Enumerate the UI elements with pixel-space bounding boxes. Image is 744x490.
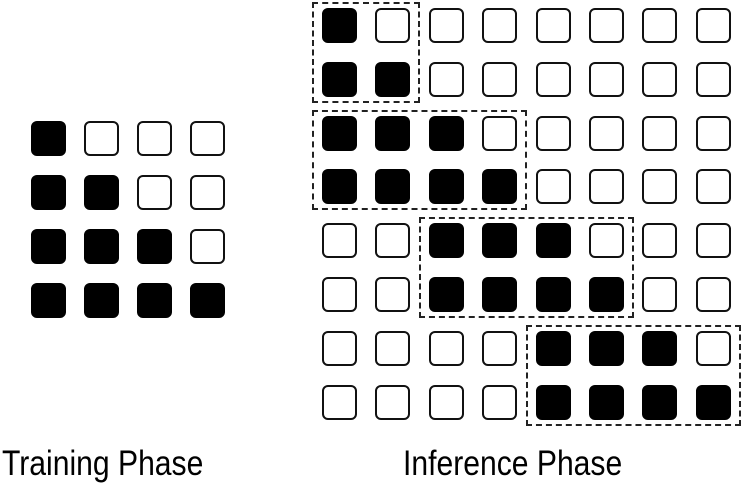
- inference-cell-attended: [589, 384, 624, 420]
- training-cell-attended: [84, 283, 119, 318]
- inference-cell-masked: [482, 8, 518, 43]
- inference-cell-attended: [322, 8, 357, 43]
- inference-cell-masked: [375, 384, 411, 420]
- inference-cell-masked: [535, 169, 571, 205]
- training-cell-masked: [190, 175, 225, 210]
- inference-cell-attended: [322, 115, 357, 151]
- inference-cell-masked: [695, 61, 731, 97]
- training-cell-attended: [31, 229, 66, 264]
- training-cell-attended: [84, 229, 119, 264]
- inference-cell-attended: [642, 384, 678, 420]
- inference-cell-masked: [695, 169, 731, 205]
- inference-cell-masked: [695, 330, 731, 366]
- inference-cell-masked: [642, 223, 678, 259]
- inference-cell-masked: [482, 115, 518, 151]
- inference-cell-attended: [589, 330, 624, 366]
- inference-cell-masked: [589, 61, 624, 97]
- inference-cell-attended: [535, 330, 571, 366]
- training-cell-attended: [31, 283, 66, 318]
- inference-cell-masked: [482, 330, 518, 366]
- inference-cell-masked: [375, 8, 411, 43]
- training-cell-masked: [84, 121, 119, 156]
- inference-cell-attended: [322, 169, 357, 205]
- training-cell-attended: [31, 175, 66, 210]
- inference-chunk-box-1: [312, 2, 421, 103]
- training-cell-attended: [137, 229, 172, 264]
- inference-chunk-box-4: [525, 324, 741, 426]
- inference-cell-attended: [375, 169, 411, 205]
- inference-cell-attended: [642, 330, 678, 366]
- inference-cell-attended: [535, 277, 571, 312]
- inference-cell-masked: [322, 277, 357, 312]
- training-phase-label: Training Phase: [2, 444, 204, 483]
- inference-cell-attended: [482, 277, 518, 312]
- training-cell-masked: [137, 175, 172, 210]
- inference-cell-masked: [428, 61, 464, 97]
- inference-cell-masked: [589, 115, 624, 151]
- inference-cell-masked: [428, 330, 464, 366]
- inference-cell-masked: [642, 115, 678, 151]
- inference-cell-masked: [482, 384, 518, 420]
- training-cell-masked: [190, 121, 225, 156]
- inference-cell-masked: [695, 223, 731, 259]
- inference-cell-masked: [695, 277, 731, 312]
- inference-cell-masked: [695, 8, 731, 43]
- inference-cell-masked: [428, 8, 464, 43]
- inference-cell-masked: [428, 384, 464, 420]
- inference-cell-masked: [322, 223, 357, 259]
- training-cell-masked: [190, 229, 225, 264]
- inference-cell-masked: [535, 115, 571, 151]
- inference-cell-masked: [322, 330, 357, 366]
- inference-cell-attended: [428, 115, 464, 151]
- training-cell-attended: [137, 283, 172, 318]
- inference-phase-label: Inference Phase: [403, 444, 623, 483]
- inference-cell-masked: [642, 169, 678, 205]
- inference-cell-masked: [589, 8, 624, 43]
- inference-chunk-box-2: [312, 109, 528, 211]
- training-cell-attended: [190, 283, 225, 318]
- inference-cell-masked: [482, 61, 518, 97]
- inference-cell-attended: [482, 223, 518, 259]
- inference-cell-attended: [375, 61, 411, 97]
- training-cell-attended: [84, 175, 119, 210]
- inference-cell-masked: [535, 61, 571, 97]
- inference-cell-masked: [589, 169, 624, 205]
- inference-cell-masked: [375, 277, 411, 312]
- inference-cell-attended: [428, 277, 464, 312]
- inference-cell-masked: [642, 61, 678, 97]
- inference-chunk-box-3: [418, 217, 634, 318]
- inference-cell-attended: [428, 169, 464, 205]
- inference-cell-attended: [589, 277, 624, 312]
- training-cell-masked: [137, 121, 172, 156]
- training-cell-attended: [31, 121, 66, 156]
- inference-cell-attended: [428, 223, 464, 259]
- inference-cell-attended: [375, 115, 411, 151]
- inference-cell-attended: [322, 61, 357, 97]
- inference-cell-attended: [535, 384, 571, 420]
- inference-cell-masked: [642, 8, 678, 43]
- inference-cell-masked: [589, 223, 624, 259]
- inference-cell-masked: [695, 115, 731, 151]
- inference-cell-masked: [375, 223, 411, 259]
- inference-cell-masked: [375, 330, 411, 366]
- inference-cell-masked: [642, 277, 678, 312]
- inference-cell-masked: [535, 8, 571, 43]
- inference-cell-attended: [535, 223, 571, 259]
- inference-cell-attended: [482, 169, 518, 205]
- inference-cell-masked: [322, 384, 357, 420]
- inference-cell-attended: [695, 384, 731, 420]
